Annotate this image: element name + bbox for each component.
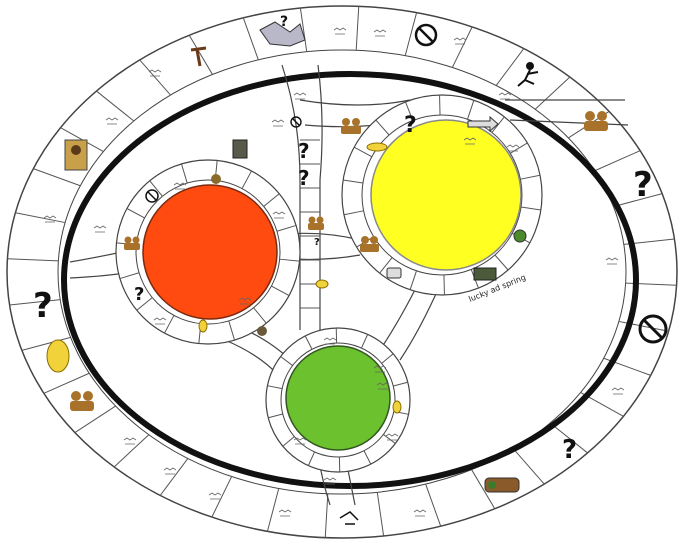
tag-icon bbox=[316, 280, 328, 288]
question-mark-icon: ? bbox=[298, 166, 310, 190]
question-mark-icon: ? bbox=[314, 237, 320, 248]
picture-icon bbox=[65, 140, 87, 170]
tree-icon bbox=[514, 230, 526, 242]
picture-icon bbox=[233, 140, 247, 158]
green-zone bbox=[266, 328, 410, 472]
red-circle[interactable] bbox=[143, 185, 277, 319]
red-zone bbox=[116, 160, 300, 344]
tag-icon bbox=[199, 320, 207, 332]
green-circle[interactable] bbox=[286, 346, 390, 450]
question-mark-icon: ? bbox=[562, 435, 577, 465]
tag-icon bbox=[47, 340, 69, 372]
question-mark-icon: ? bbox=[404, 113, 417, 138]
picture-icon bbox=[474, 268, 496, 280]
picture-icon bbox=[485, 478, 519, 492]
question-mark-icon: ? bbox=[33, 286, 53, 326]
tag-icon bbox=[367, 143, 387, 151]
yellow-zone bbox=[342, 95, 542, 295]
car-icon bbox=[387, 268, 401, 278]
question-mark-icon: ? bbox=[633, 165, 653, 205]
tag-icon bbox=[393, 401, 401, 413]
question-mark-icon: ? bbox=[134, 284, 144, 305]
question-mark-icon: ? bbox=[298, 139, 310, 163]
yellow-circle[interactable] bbox=[371, 120, 521, 270]
